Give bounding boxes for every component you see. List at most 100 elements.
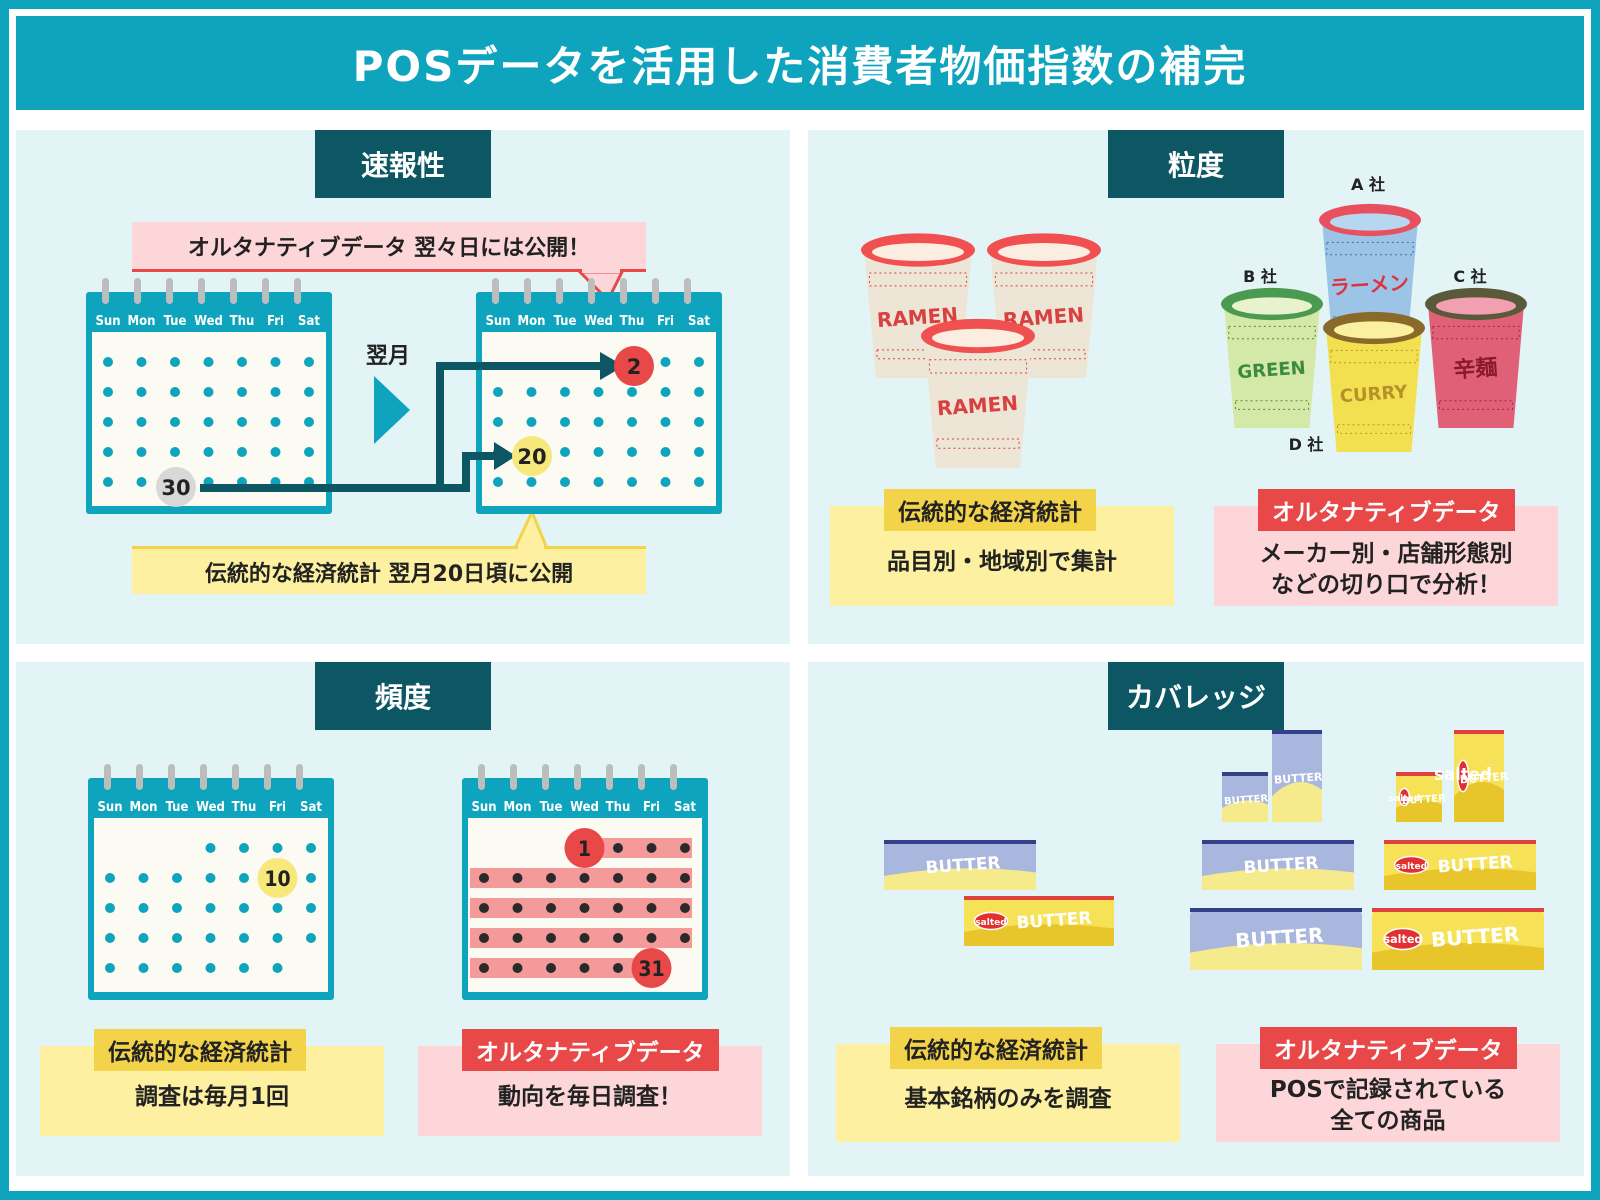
calendar-day-dot — [136, 477, 147, 487]
butter-package-wave — [1454, 781, 1504, 822]
calendar-day-dot — [306, 843, 316, 853]
speed-alt-callout: オルタナティブデータ 翌々日には公開！ — [132, 222, 646, 272]
calendar-day-dot — [660, 417, 671, 427]
calendar-day-dot — [546, 963, 556, 973]
calendar-ring — [102, 278, 109, 304]
cup: ラーメン — [1319, 203, 1421, 344]
granularity-alternative-tag: オルタナティブデータ — [1258, 489, 1515, 531]
calendar-day-dot — [479, 873, 489, 883]
calendar-ring — [510, 764, 517, 790]
calendar-day-dot — [560, 387, 570, 397]
butter-package-top — [1222, 772, 1268, 776]
calendar-ring — [606, 764, 613, 790]
calendar-day-dot — [239, 903, 249, 913]
calendar-day-dot — [237, 417, 247, 427]
weekday-label: Thu — [606, 800, 631, 815]
cup-stripe — [1326, 241, 1414, 256]
calendar-day-dot — [560, 417, 570, 427]
calendar-day-dot — [205, 933, 216, 943]
calendar-day-dot — [170, 417, 180, 427]
cup-lid-inner — [932, 328, 1024, 348]
cup-body — [924, 336, 1032, 468]
calendar-day-dot — [205, 843, 216, 853]
frequency-alternative-tag: オルタナティブデータ — [462, 1029, 719, 1071]
calendar-day-dot — [103, 447, 113, 457]
calendar-day-dot — [205, 963, 216, 973]
calendar-day-dot — [694, 447, 704, 457]
calendar-ring — [524, 278, 531, 304]
cup-lid-inner — [872, 243, 964, 261]
salted-badge — [1398, 787, 1411, 807]
calendar-highlight-day-number: 31 — [638, 957, 664, 981]
calendar-day-dot — [512, 963, 523, 973]
calendar-day-dot — [170, 447, 180, 457]
cup-label: CURRY — [1339, 382, 1409, 408]
calendar-day-dot — [239, 963, 249, 973]
calendar-day-dot — [680, 933, 690, 943]
weekday-label: Sun — [97, 800, 122, 815]
calendar-ring — [136, 764, 143, 790]
calendar-day-dot — [103, 417, 113, 427]
calendar-highlight-day — [257, 858, 298, 898]
calendar-ring — [200, 764, 207, 790]
cup-lid-inner — [1232, 297, 1312, 315]
cup-label: RAMEN — [936, 391, 1019, 421]
calendar-ring — [556, 278, 563, 304]
calendar-day-dot — [593, 417, 604, 427]
speed-start-day: 30 — [161, 476, 190, 500]
calendar-day-dot — [493, 417, 503, 427]
calendar-day-dot — [304, 417, 314, 427]
butter-package-wave — [1202, 868, 1354, 890]
cup-stripe — [1337, 424, 1411, 434]
calendar-day-dot — [239, 843, 249, 853]
frequency-alternative-text: 動向を毎日調査！ — [498, 1084, 682, 1111]
frequency-traditional-tag: 伝統的な経済統計 — [94, 1029, 306, 1071]
calendar-day-dot — [105, 903, 115, 913]
calendar-day-dot — [105, 933, 115, 943]
speed-day-markers: 30 2 20 — [156, 346, 654, 507]
calendar-day-dot — [526, 387, 537, 397]
calendar-day-dot — [172, 903, 182, 913]
calendar-day-dot — [512, 903, 523, 913]
frequency-traditional-text: 調査は毎月1回 — [134, 1084, 289, 1111]
calendar-day-dot — [546, 933, 556, 943]
calendar-day-dot — [138, 933, 149, 943]
calendar-day-dot — [172, 933, 182, 943]
coverage-alternative-text-1: POSで記録されている — [1269, 1076, 1507, 1103]
calendar-day-dot — [526, 417, 537, 427]
weekday-label: Thu — [230, 314, 255, 329]
calendar-ring — [670, 764, 677, 790]
calendar-day-dot — [170, 387, 180, 397]
cup-stripe — [1002, 349, 1086, 360]
calendar-ring — [230, 278, 237, 304]
calendar-day-dot — [627, 387, 637, 397]
granularity-traditional-text: 品目別・地域別で集計 — [887, 549, 1117, 576]
butter-package-wave — [884, 868, 1036, 890]
calendar-day-dot — [579, 933, 590, 943]
calendar-day-dot — [512, 873, 523, 883]
cup-stripe — [936, 438, 1020, 449]
salted-label: salted — [1389, 794, 1420, 804]
weekday-label: Mon — [503, 800, 531, 815]
calendar-day-dot — [103, 387, 113, 397]
calendar-ring — [166, 278, 173, 304]
calendar-ring — [542, 764, 549, 790]
calendar-ring — [264, 764, 271, 790]
calendar-day-dot — [203, 387, 214, 397]
weekday-label: Sat — [688, 314, 710, 329]
butter-package-wave — [1384, 868, 1536, 890]
calendar-day-dot — [646, 873, 657, 883]
calendar-day-dot — [205, 903, 216, 913]
butter-package-wave — [1372, 943, 1544, 970]
weekday-label: Thu — [232, 800, 257, 815]
calendar-day-dot — [546, 873, 556, 883]
calendar-day-dot — [694, 477, 704, 487]
cup-lid-inner — [1436, 297, 1516, 315]
calendar-day-dot — [138, 963, 149, 973]
calendar-day-dot — [237, 357, 247, 367]
calendar-day-dot — [306, 933, 316, 943]
